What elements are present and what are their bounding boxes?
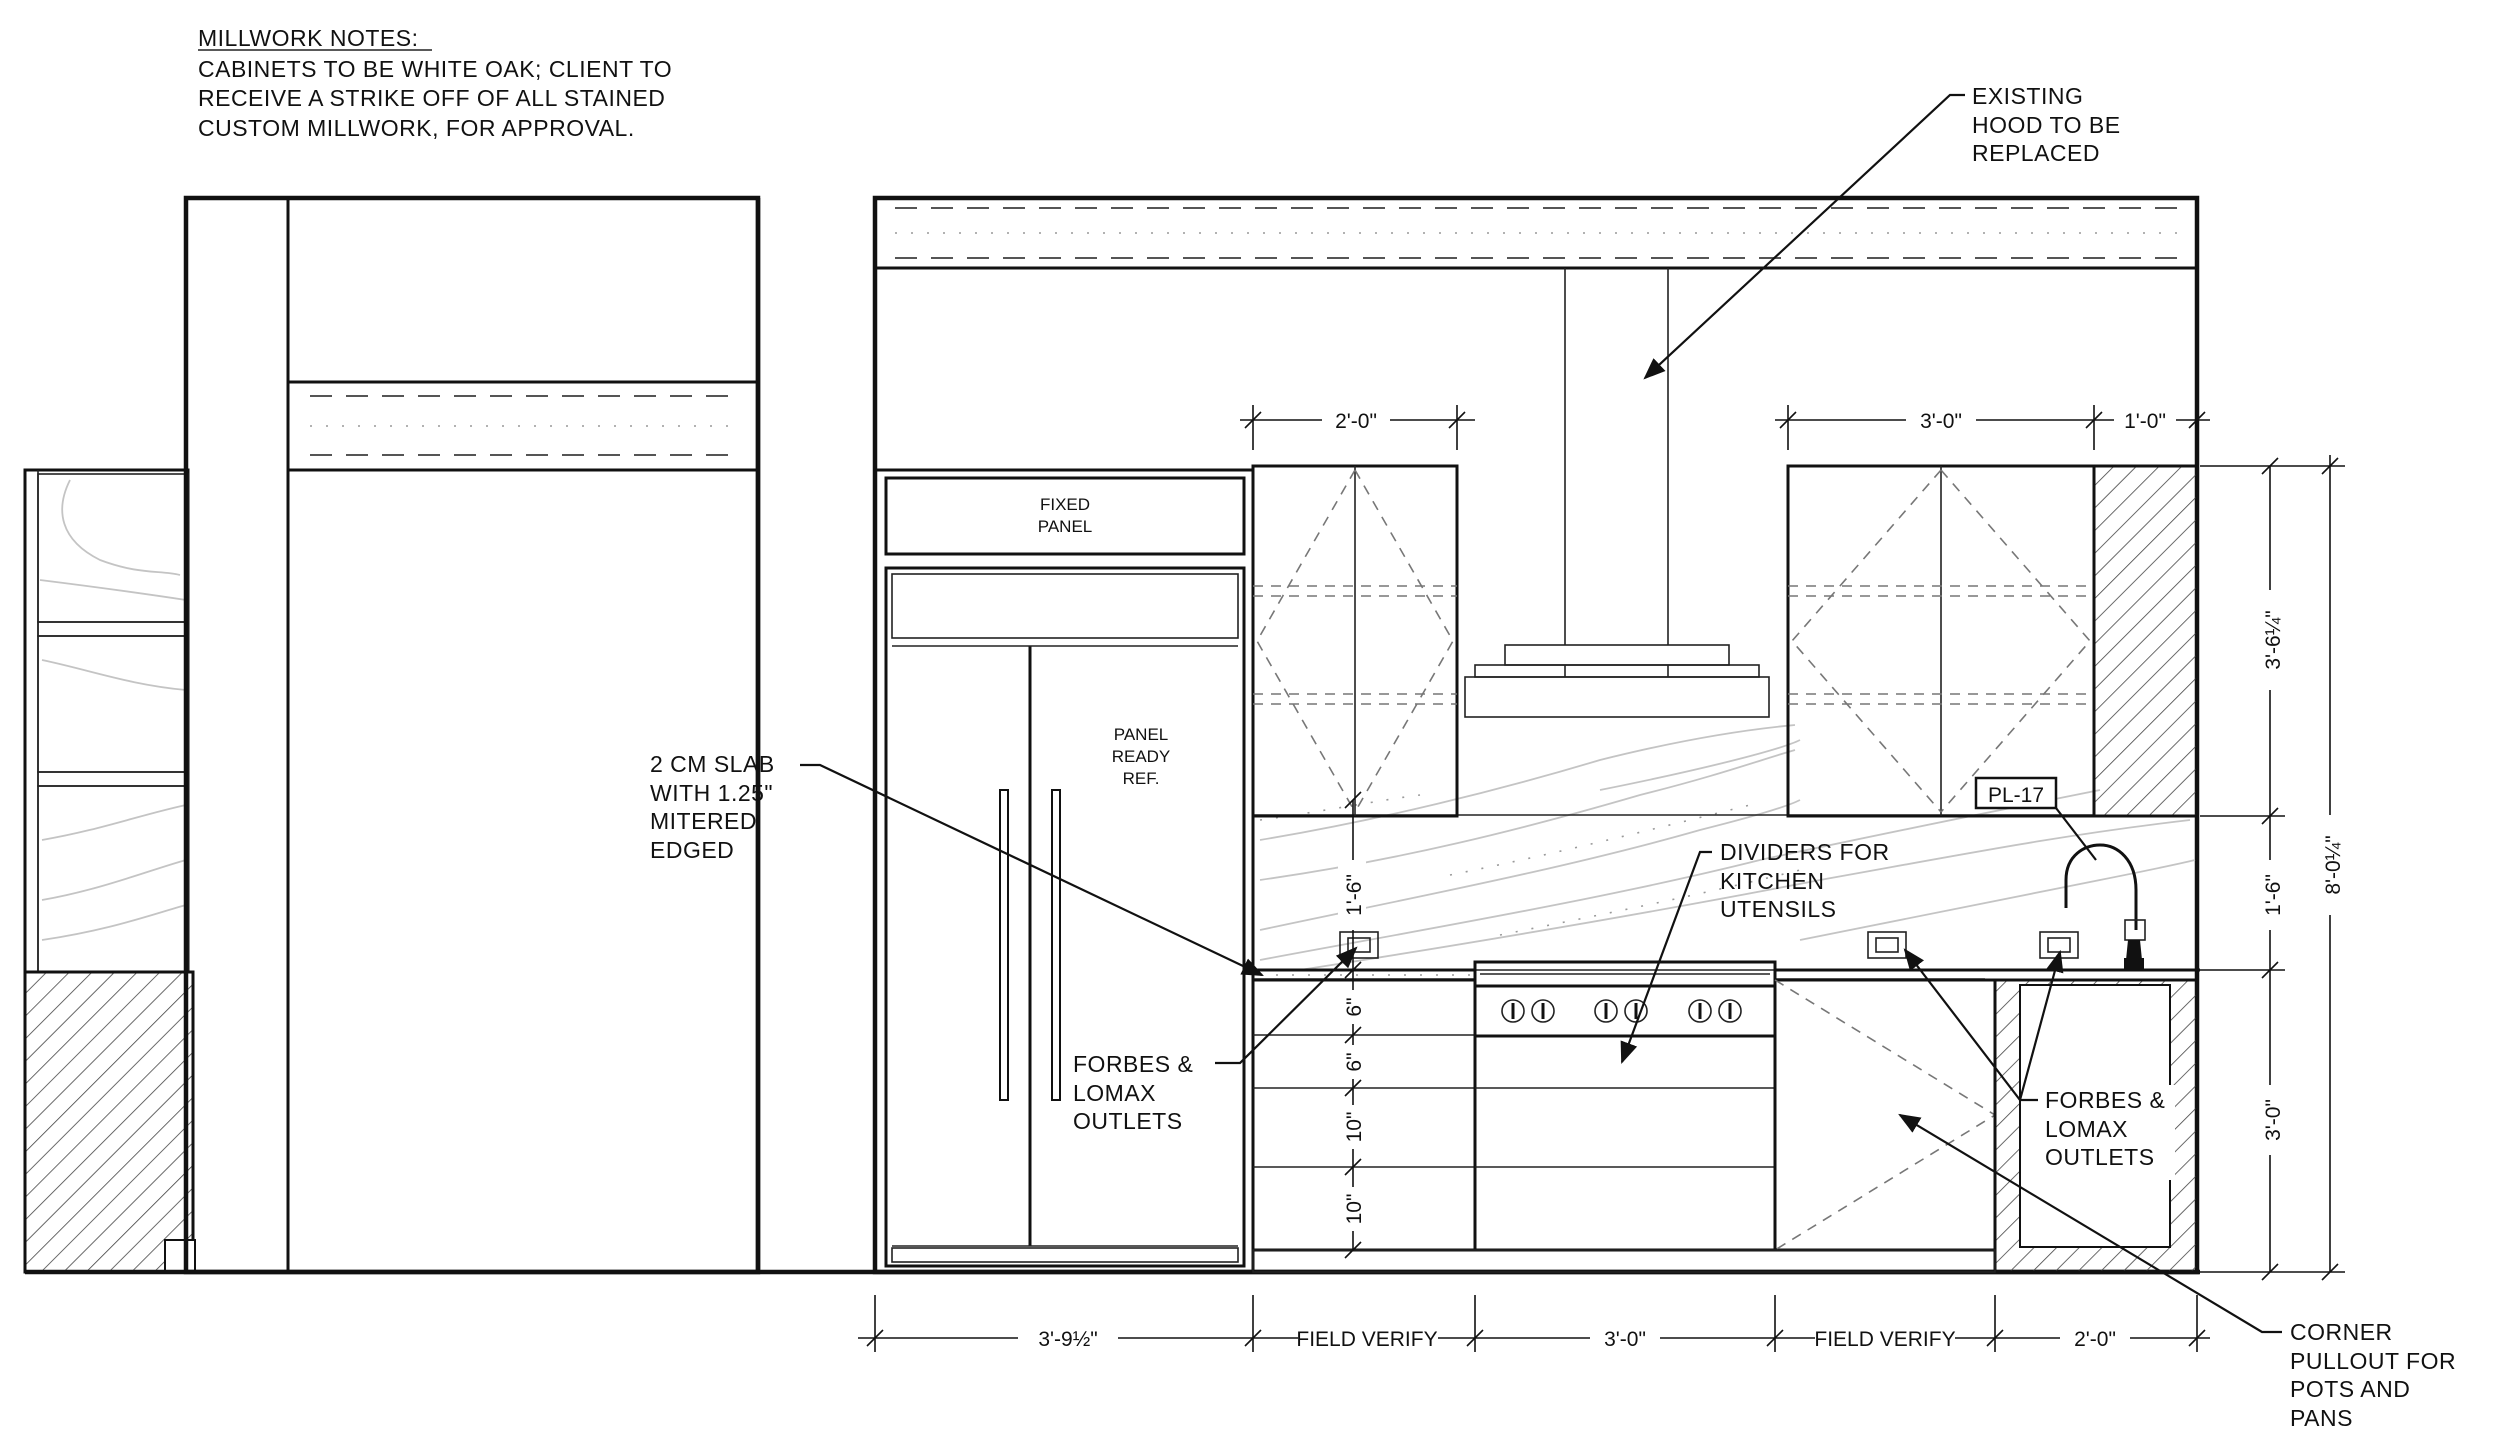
drawer-dimensions: 1'-6" 6" 6" 10" 10": [1338, 791, 1366, 1259]
callout-dividers-2: KITCHEN: [1720, 868, 1824, 894]
corner-pullout-cabinet: [1773, 978, 1997, 1252]
upper-cabinet-right: [1786, 464, 2096, 818]
callout-slab-4: EDGED: [650, 837, 734, 863]
dim-right-mid: 1'-6": [2262, 874, 2285, 916]
right-base-end: [1993, 978, 2199, 1274]
dim-right-upper: 3'-6¼": [2262, 610, 2285, 669]
dim-top-left-cab: 2'-0": [1335, 410, 1377, 433]
range: [1473, 960, 1777, 1252]
top-dimensions: 2'-0" 3'-0" 1'-0": [1240, 404, 2210, 450]
dim-drawer-4: 10": [1343, 1194, 1366, 1225]
callout-outlets-left-3: OUTLETS: [1073, 1108, 1183, 1134]
callout-dividers-3: UTENSILS: [1720, 896, 1836, 922]
dim-bottom-range: 3'-0": [1604, 1328, 1646, 1351]
notes-title: MILLWORK NOTES:: [198, 25, 419, 51]
callout-slab: 2 CM SLAB WITH 1.25" MITERED EDGED: [650, 751, 1264, 976]
plumbing-tag-text: PL-17: [1988, 784, 2044, 807]
callout-hood-2: HOOD TO BE: [1972, 112, 2121, 138]
callout-outlets-left-2: LOMAX: [1073, 1080, 1156, 1106]
callout-hood: EXISTING HOOD TO BE REPLACED: [1643, 83, 2121, 380]
faucet: [2064, 843, 2146, 970]
callout-dividers-1: DIVIDERS FOR: [1720, 839, 1890, 865]
dim-drawer-2: 6": [1343, 1052, 1366, 1071]
right-end-panel-upper: [2092, 464, 2199, 818]
ref-label-1: PANEL: [1114, 725, 1169, 744]
dim-bottom-end: 2'-0": [2074, 1328, 2116, 1351]
callout-hood-1: EXISTING: [1972, 83, 2083, 109]
dim-bottom-fv2: FIELD VERIFY: [1814, 1328, 1955, 1351]
dim-right-lower: 3'-0": [2262, 1099, 2285, 1141]
callout-slab-3: MITERED: [650, 808, 757, 834]
ref-label-3: REF.: [1123, 769, 1160, 788]
bottom-dimensions: 3'-9½" FIELD VERIFY 3'-0" FIELD VERIFY 2…: [858, 1295, 2210, 1352]
callout-outlets-left-1: FORBES &: [1073, 1051, 1193, 1077]
refrigerator-column: FIXED PANEL PANEL READY REF.: [873, 468, 1255, 1274]
callout-outlets-left: FORBES & LOMAX OUTLETS: [1073, 946, 1358, 1134]
dim-drawer-3: 10": [1343, 1112, 1366, 1143]
dim-bottom-ref: 3'-9½": [1038, 1328, 1097, 1351]
dim-drawer-1: 6": [1343, 997, 1366, 1016]
notes-line-2: RECEIVE A STRIKE OFF OF ALL STAINED: [198, 85, 665, 111]
callout-outlets-right-2: LOMAX: [2045, 1116, 2128, 1142]
dim-top-right-cab: 3'-0": [1920, 410, 1962, 433]
callout-outlets-right: FORBES & LOMAX OUTLETS: [1903, 948, 2165, 1170]
dim-top-right-end: 1'-0": [2124, 410, 2166, 433]
callout-slab-1: 2 CM SLAB: [650, 751, 775, 777]
callout-corner-pullout: CORNER PULLOUT FOR POTS AND PANS: [1898, 1113, 2456, 1431]
callout-dividers: DIVIDERS FOR KITCHEN UTENSILS: [1620, 839, 1890, 1065]
millwork-notes: MILLWORK NOTES: CABINETS TO BE WHITE OAK…: [198, 25, 672, 141]
dim-right-total: 8'-0¼": [2322, 835, 2345, 894]
range-knobs: [1501, 999, 1742, 1023]
callout-corner-4: PANS: [2290, 1405, 2353, 1431]
callout-outlets-right-3: OUTLETS: [2045, 1144, 2155, 1170]
notes-line-1: CABINETS TO BE WHITE OAK; CLIENT TO: [198, 56, 672, 82]
plumbing-tag-pl17: PL-17: [1974, 776, 2097, 861]
tall-pantry-cabinet: [183, 195, 761, 1275]
callout-hood-3: REPLACED: [1972, 140, 2100, 166]
left-return-shelving: [23, 468, 196, 1274]
callout-corner-2: PULLOUT FOR: [2290, 1348, 2456, 1374]
ref-label-2: READY: [1112, 747, 1171, 766]
dim-backsplash: 1'-6": [1343, 874, 1366, 916]
callout-corner-3: POTS AND: [2290, 1376, 2410, 1402]
dim-bottom-fv1: FIELD VERIFY: [1296, 1328, 1437, 1351]
fixed-panel-label-1: FIXED: [1040, 495, 1090, 514]
fixed-panel-label-2: PANEL: [1038, 517, 1093, 536]
callout-outlets-right-1: FORBES &: [2045, 1087, 2165, 1113]
right-dimensions: 3'-6¼" 1'-6" 3'-0" 8'-0¼": [2200, 455, 2345, 1281]
toe-kick: [1252, 1249, 1996, 1273]
range-hood: [1464, 268, 1770, 718]
callout-corner-1: CORNER: [2290, 1319, 2393, 1345]
notes-line-3: CUSTOM MILLWORK, FOR APPROVAL.: [198, 115, 635, 141]
upper-cabinet-left: [1251, 464, 1459, 818]
callout-slab-2: WITH 1.25": [650, 780, 773, 806]
